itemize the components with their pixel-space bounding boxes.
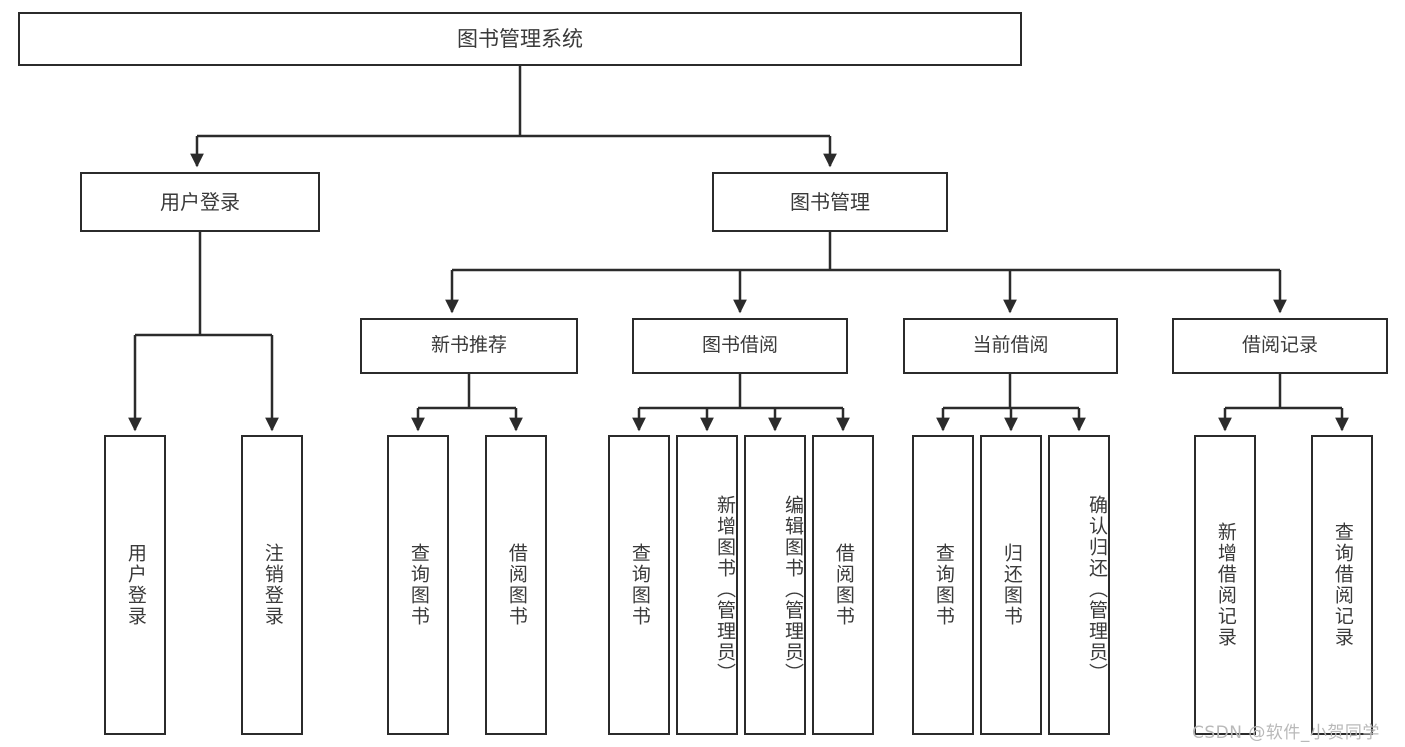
- leaf-query-book-borrow[interactable]: 查询图书: [608, 435, 670, 735]
- node-user-login[interactable]: 用户登录: [80, 172, 320, 232]
- leaf-query-borrow-record[interactable]: 查询借阅记录: [1311, 435, 1373, 735]
- leaf-add-borrow-record[interactable]: 新增借阅记录: [1194, 435, 1256, 735]
- leaf-edit-book-admin[interactable]: 编辑图书（管理员）: [744, 435, 806, 735]
- node-book-borrow[interactable]: 图书借阅: [632, 318, 848, 374]
- node-root-system[interactable]: 图书管理系统: [18, 12, 1022, 66]
- node-borrow-record[interactable]: 借阅记录: [1172, 318, 1388, 374]
- leaf-query-book-recommend[interactable]: 查询图书: [387, 435, 449, 735]
- leaf-return-book[interactable]: 归还图书: [980, 435, 1042, 735]
- node-current-borrow[interactable]: 当前借阅: [903, 318, 1118, 374]
- watermark-csdn: CSDN @软件_小贺同学: [1192, 723, 1380, 743]
- leaf-logout-login[interactable]: 注销登录: [241, 435, 303, 735]
- leaf-borrow-book-borrow[interactable]: 借阅图书: [812, 435, 874, 735]
- leaf-confirm-return-admin[interactable]: 确认归还（管理员）: [1048, 435, 1110, 735]
- leaf-user-login[interactable]: 用户登录: [104, 435, 166, 735]
- node-new-book-recommend[interactable]: 新书推荐: [360, 318, 578, 374]
- leaf-add-book-admin[interactable]: 新增图书（管理员）: [676, 435, 738, 735]
- leaf-borrow-book-recommend[interactable]: 借阅图书: [485, 435, 547, 735]
- leaf-query-book-current[interactable]: 查询图书: [912, 435, 974, 735]
- node-book-management[interactable]: 图书管理: [712, 172, 948, 232]
